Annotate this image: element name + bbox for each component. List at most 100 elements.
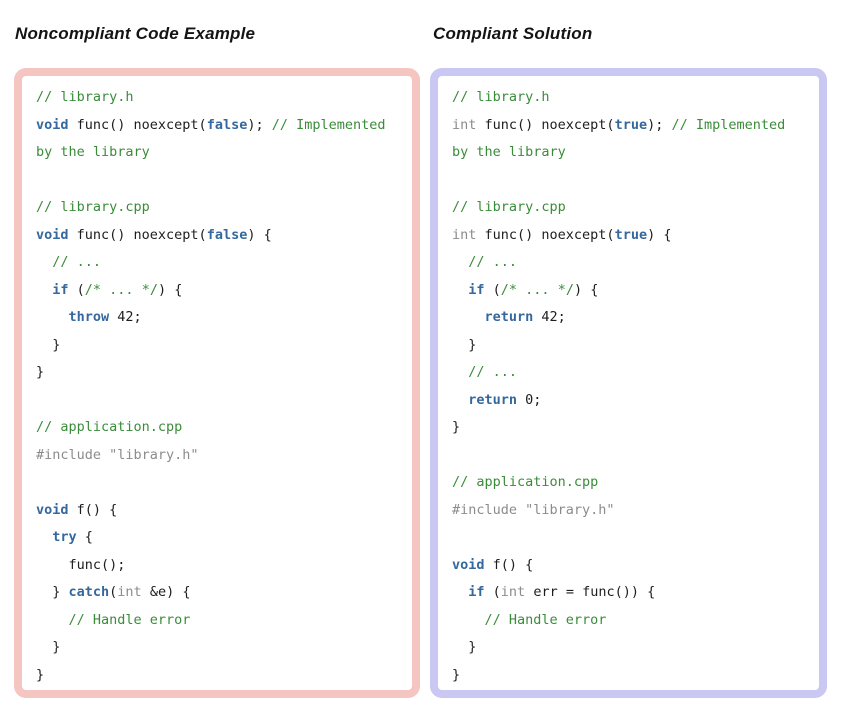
- code-token-type: int: [452, 226, 477, 243]
- code-line: // ...: [36, 249, 412, 277]
- code-line: void f() {: [452, 552, 819, 580]
- code-token-keyword: if: [52, 281, 69, 298]
- code-line: }: [452, 332, 819, 360]
- code-token-plain: [36, 612, 69, 628]
- code-token-plain: (: [68, 281, 85, 298]
- code-token-keyword: void: [36, 226, 69, 243]
- code-token-plain: func() noexcept(: [476, 116, 615, 133]
- code-token-plain: [452, 282, 468, 298]
- code-token-comment: by the library: [452, 144, 566, 160]
- code-token-preproc: #include "library.h": [36, 446, 199, 463]
- code-line: }: [452, 414, 819, 442]
- code-line: int func() noexcept(true) {: [452, 222, 819, 250]
- code-token-comment: // library.cpp: [452, 199, 566, 215]
- code-token-plain: (: [484, 584, 501, 600]
- code-token-plain: [36, 529, 52, 545]
- code-token-plain: (: [109, 584, 118, 600]
- code-token-comment: // library.h: [452, 89, 550, 105]
- code-token-type: int: [500, 584, 526, 600]
- code-token-plain: [452, 392, 468, 408]
- code-line: if (/* ... */) {: [452, 277, 819, 305]
- code-token-preproc: #include "library.h": [452, 501, 615, 518]
- code-line: [452, 524, 819, 552]
- code-token-plain: func() noexcept(: [476, 226, 615, 243]
- code-token-comment: // application.cpp: [452, 474, 599, 490]
- code-token-keyword: void: [36, 501, 69, 518]
- code-token-plain: 42;: [109, 309, 142, 325]
- code-token-comment: by the library: [36, 144, 150, 160]
- code-token-keyword: void: [452, 556, 485, 573]
- code-token-plain: }: [452, 639, 477, 655]
- code-line: #include "library.h": [452, 497, 819, 525]
- code-token-plain: f() {: [68, 501, 118, 518]
- code-token-plain: 42;: [533, 309, 566, 325]
- code-token-type: int: [117, 584, 142, 600]
- code-token-plain: }: [452, 336, 477, 353]
- code-token-keyword: try: [52, 529, 77, 545]
- code-token-plain: [452, 584, 468, 600]
- code-token-plain: }: [36, 666, 45, 683]
- code-token-plain: );: [647, 116, 672, 133]
- code-line: // library.cpp: [452, 194, 819, 222]
- code-token-comment: // Implemented: [271, 116, 386, 133]
- code-token-comment: // library.h: [36, 89, 134, 105]
- code-line: // library.cpp: [36, 194, 412, 222]
- code-line: } catch(int &e) {: [36, 579, 412, 607]
- code-line: // library.h: [452, 84, 819, 112]
- code-line: // Handle error: [452, 607, 819, 635]
- code-token-plain: }: [452, 419, 461, 435]
- code-line: // application.cpp: [452, 469, 819, 497]
- code-token-comment: // application.cpp: [36, 419, 183, 435]
- compliant-section-title: Compliant Solution: [433, 24, 593, 43]
- code-token-plain: func() noexcept(: [68, 226, 207, 243]
- code-line: }: [452, 634, 819, 662]
- code-token-plain: ) {: [573, 281, 599, 298]
- code-token-plain: func() noexcept(: [68, 116, 207, 133]
- code-token-keyword: true: [614, 116, 648, 133]
- code-token-keyword: void: [36, 116, 69, 133]
- code-token-plain: }: [452, 666, 461, 683]
- code-token-plain: [36, 254, 52, 270]
- code-token-keyword: false: [206, 226, 248, 243]
- code-line: void func() noexcept(false); // Implemen…: [36, 112, 412, 140]
- code-line: throw 42;: [36, 304, 412, 332]
- code-token-comment: // ...: [468, 254, 518, 270]
- code-token-plain: [452, 612, 485, 628]
- code-token-keyword: if: [468, 584, 485, 600]
- code-line: by the library: [36, 139, 412, 167]
- code-line: if (/* ... */) {: [36, 277, 412, 305]
- code-line: // application.cpp: [36, 414, 412, 442]
- code-token-comment: // library.cpp: [36, 199, 150, 215]
- code-line: [36, 387, 412, 415]
- code-token-plain: }: [36, 364, 45, 380]
- code-token-comment: // ...: [468, 364, 518, 380]
- code-line: void func() noexcept(false) {: [36, 222, 412, 250]
- code-token-plain: func();: [36, 556, 126, 573]
- code-line: // library.h: [36, 84, 412, 112]
- code-line: }: [36, 634, 412, 662]
- code-line: void f() {: [36, 497, 412, 525]
- code-line: [452, 167, 819, 195]
- code-token-type: int: [452, 116, 477, 133]
- code-token-plain: [452, 254, 468, 270]
- code-line: return 0;: [452, 387, 819, 415]
- code-token-plain: [452, 309, 485, 325]
- code-token-comment: // Handle error: [484, 611, 607, 628]
- code-line: try {: [36, 524, 412, 552]
- code-token-plain: [36, 309, 69, 325]
- code-token-plain: 0;: [517, 391, 542, 408]
- code-token-plain: ) {: [647, 226, 672, 243]
- code-token-comment: // Implemented: [671, 116, 786, 133]
- code-line: return 42;: [452, 304, 819, 332]
- code-token-comment: // Handle error: [68, 611, 191, 628]
- code-line: by the library: [452, 139, 819, 167]
- code-token-keyword: return: [484, 309, 534, 325]
- code-token-plain: );: [247, 116, 272, 133]
- code-token-keyword: throw: [68, 309, 110, 325]
- code-token-plain: ) {: [247, 226, 272, 243]
